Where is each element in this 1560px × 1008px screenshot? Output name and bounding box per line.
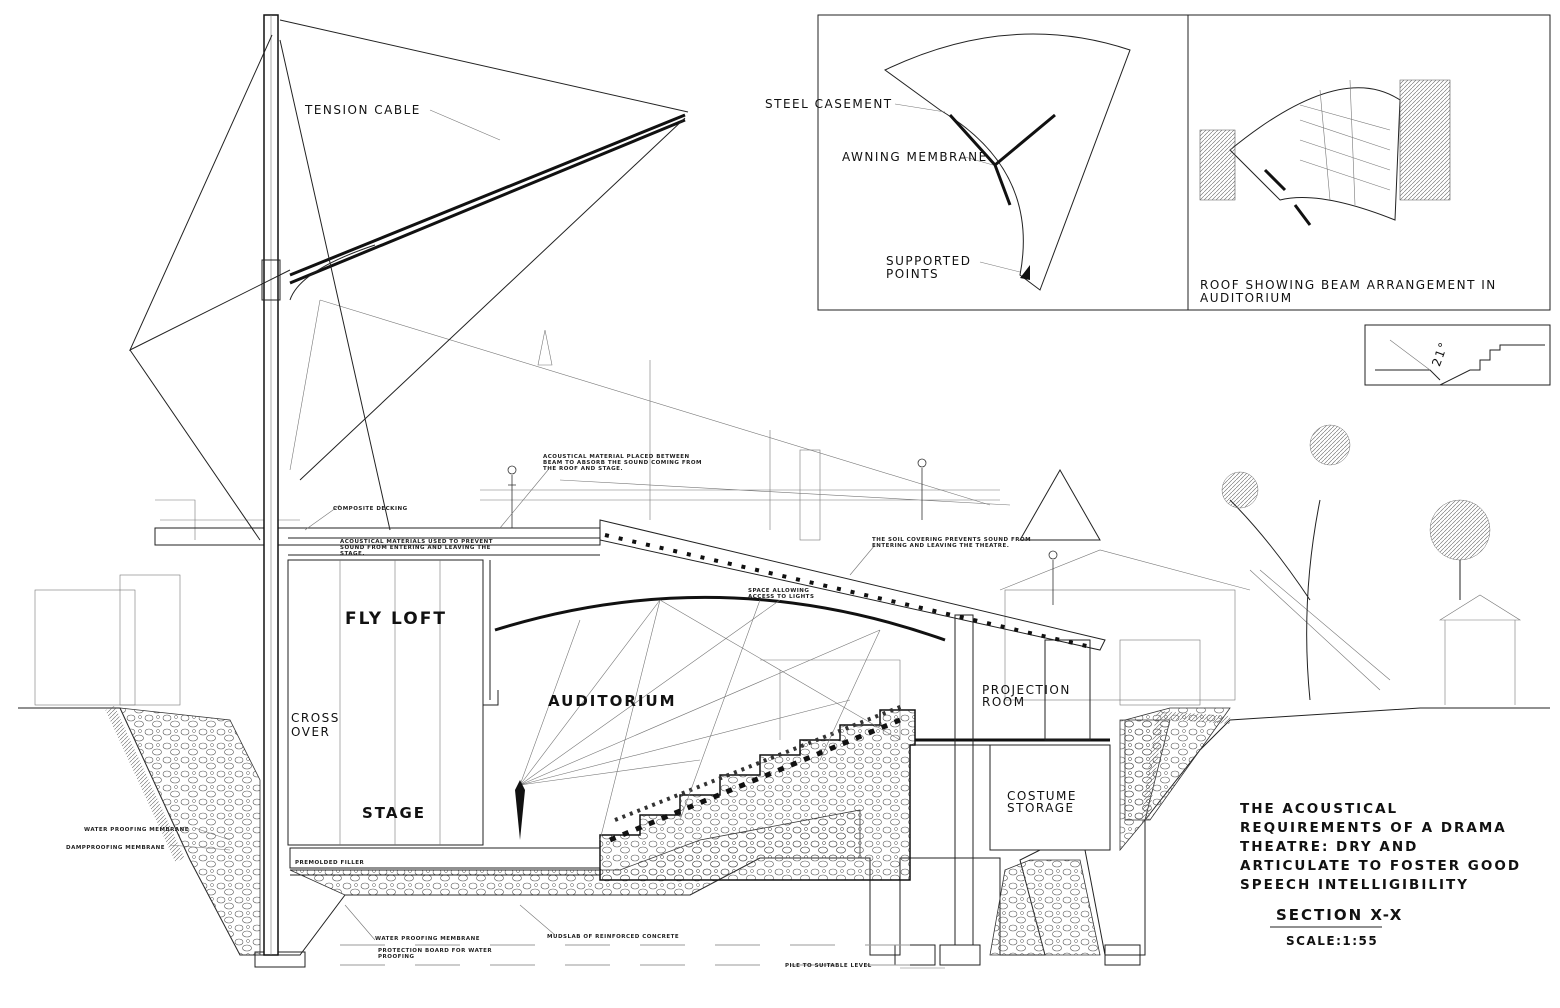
labels: TENSION CABLE STEEL CASEMENT AWNING MEMB… [291, 97, 1497, 822]
note-premolded-filler: PREMOLDED FILLER [295, 860, 365, 866]
label-supported-points: SUPPORTED [886, 254, 971, 268]
scale-label: SCALE:1:55 [1286, 934, 1378, 948]
label-angle: 21° [1429, 339, 1451, 368]
label-supported-points-2: POINTS [886, 267, 939, 281]
note-acoustic-stage: ACOUSTICAL MATERIALS USED TO PREVENT [340, 539, 493, 545]
note-pile: PILE TO SUITABLE LEVEL [785, 963, 872, 969]
label-stage: STAGE [362, 804, 426, 822]
detail-panels [817, 14, 1551, 386]
label-auditorium: AUDITORIUM [548, 692, 677, 710]
label-fly-loft: FLY LOFT [345, 609, 447, 629]
note-acoustic-stage-3: STAGE. [340, 551, 365, 557]
label-roof-plan-2: AUDITORIUM [1200, 291, 1293, 305]
auditorium-seating [599, 703, 916, 881]
trees [1221, 424, 1491, 701]
title-line-4: ARTICULATE TO FOSTER GOOD [1240, 858, 1521, 874]
label-steel-casement: STEEL CASEMENT [765, 97, 893, 111]
note-mudslab: MUDSLAB OF REINFORCED CONCRETE [547, 934, 679, 940]
title-line-1: THE ACOUSTICAL [1240, 801, 1398, 817]
section-title: SECTION X-X [1276, 906, 1403, 924]
people-figures [507, 458, 1058, 605]
label-projection-room: PROJECTION [982, 683, 1071, 697]
label-costume-storage: COSTUME [1007, 789, 1077, 803]
note-dampproofing: DAMPPROOFING MEMBRANE [66, 845, 165, 851]
note-composite-decking: COMPOSITE DECKING [333, 506, 408, 512]
title-line-5: SPEECH INTELLIGIBILITY [1240, 877, 1469, 893]
note-soil-covering: THE SOIL COVERING PREVENTS SOUND FROM [872, 537, 1031, 543]
note-protection-board-2: PROOFING [378, 954, 415, 960]
note-waterproofing-side: WATER PROOFING MEMBRANE [84, 827, 189, 833]
note-acoustic-beam-3: THE ROOF AND STAGE. [543, 466, 623, 472]
note-soil-covering-2: ENTERING AND LEAVING THE THEATRE. [872, 543, 1009, 549]
roof-decking [154, 519, 1106, 841]
tension-mast [128, 14, 689, 956]
note-acoustic-beam: ACOUSTICAL MATERIAL PLACED BETWEEN [543, 454, 690, 460]
note-waterproofing-base: WATER PROOFING MEMBRANE [375, 936, 480, 942]
note-protection-board: PROTECTION BOARD FOR WATER [378, 948, 492, 954]
label-awning-membrane: AWNING MEMBRANE [842, 150, 988, 164]
label-costume-storage-2: STORAGE [1007, 801, 1075, 815]
label-cross-over-2: OVER [291, 725, 330, 739]
note-acoustic-beam-2: BEAM TO ABSORB THE SOUND COMING FROM [543, 460, 702, 466]
construction-notes: ACOUSTICAL MATERIAL PLACED BETWEEN BEAM … [66, 454, 1031, 969]
title-line-3: THEATRE: DRY AND [1240, 839, 1418, 855]
leader-lines [169, 103, 1021, 969]
label-projection-room-2: ROOM [982, 695, 1026, 709]
label-roof-plan: ROOF SHOWING BEAM ARRANGEMENT IN [1200, 278, 1497, 292]
note-acoustic-stage-2: SOUND FROM ENTERING AND LEAVING THE [340, 545, 491, 551]
note-space-lights: SPACE ALLOWING [748, 588, 809, 594]
stage-structure [287, 559, 1111, 946]
label-cross-over: CROSS [291, 711, 340, 725]
label-tension-cable: TENSION CABLE [304, 103, 421, 117]
title-block: THE ACOUSTICAL REQUIREMENTS OF A DRAMA T… [1240, 801, 1521, 948]
note-space-lights-2: ACCESS TO LIGHTS [748, 594, 814, 600]
title-line-2: REQUIREMENTS OF A DRAMA [1240, 820, 1507, 836]
